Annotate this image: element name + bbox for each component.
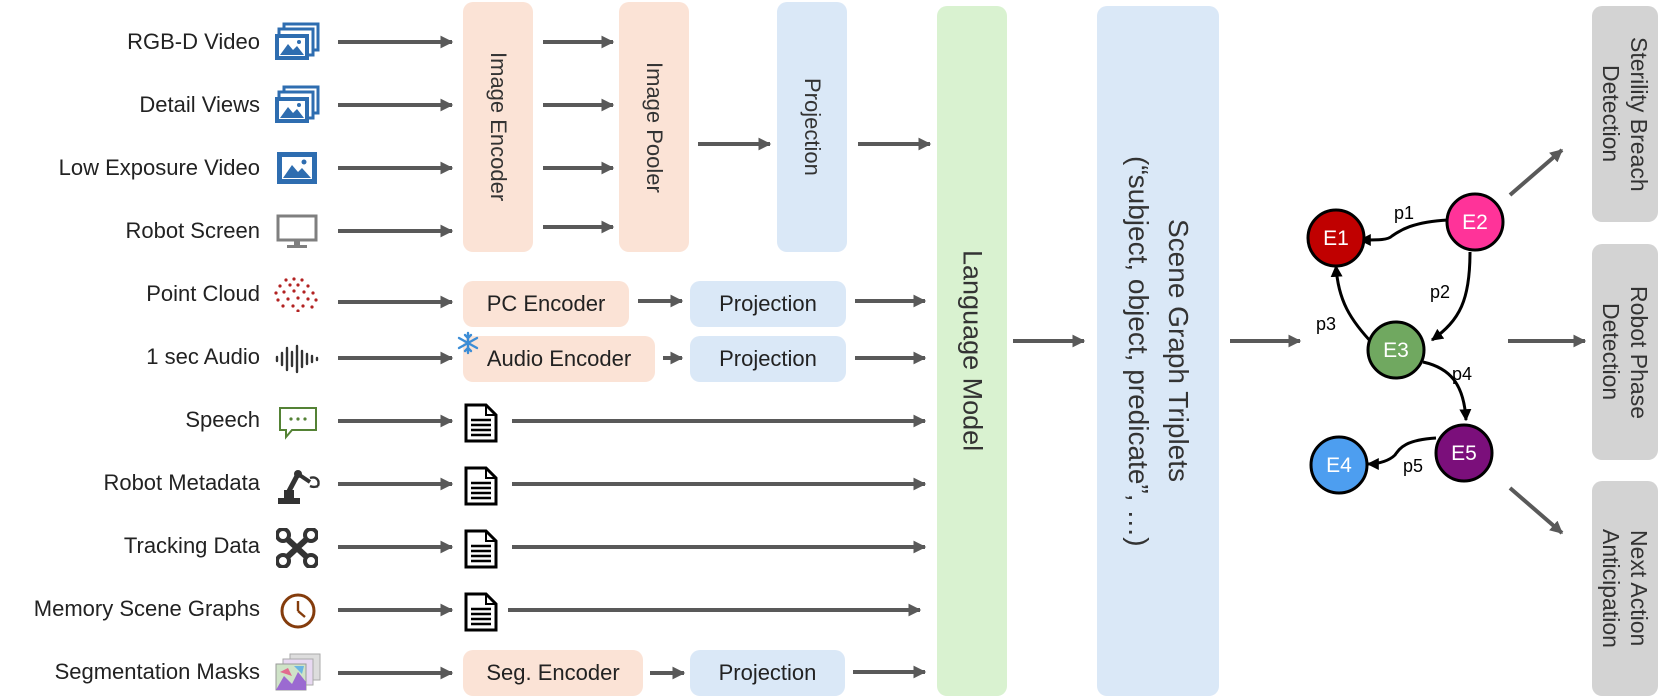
node-label-e5: E5 <box>1451 442 1477 465</box>
clock-icon <box>280 593 316 629</box>
edge-label-p5: p5 <box>1403 456 1423 476</box>
image-pooler-label: Image Pooler <box>642 61 667 193</box>
audio-encoder-block: Audio Encoder <box>463 336 655 382</box>
image-projection-label-wrap: Projection <box>777 2 847 252</box>
input-label-point-cloud: Point Cloud <box>146 281 260 306</box>
image-icon <box>277 152 317 184</box>
document-icon <box>464 403 498 443</box>
edge-p5 <box>1366 436 1437 470</box>
triplets-format: (“subject, object, predicate”, …) <box>1123 155 1154 547</box>
input-label-detail-views: Detail Views <box>139 92 260 117</box>
robot-arm-icon <box>278 470 320 504</box>
input-label-tracking-data: Tracking Data <box>123 533 260 558</box>
node-e1 <box>1306 208 1366 268</box>
language-model-block <box>937 6 1007 696</box>
triplets-title: Scene Graph Triplets <box>1163 219 1194 483</box>
input-label-memory-scene-graphs: Memory Scene Graphs <box>33 596 260 621</box>
snowflake-icon <box>457 331 479 355</box>
image-pooler-block <box>619 2 689 252</box>
input-label-low-exposure: Low Exposure Video <box>58 155 260 180</box>
image-encoder-block <box>463 2 533 252</box>
edge-p3 <box>1330 264 1376 347</box>
edge-label-p2: p2 <box>1430 282 1450 302</box>
image-pooler-label-wrap: Image Pooler <box>619 2 689 252</box>
output-sterility-breach-block <box>1592 6 1658 222</box>
images-icon <box>275 85 320 123</box>
input-label-speech: Speech <box>185 407 260 432</box>
pc-projection-block: Projection <box>690 281 846 327</box>
input-label-robot-screen: Robot Screen <box>125 218 260 243</box>
audio-projection-block: Projection <box>690 336 846 382</box>
node-e5 <box>1434 423 1494 483</box>
masks-icon <box>275 653 321 691</box>
node-label-e2: E2 <box>1462 211 1488 234</box>
edge-p2 <box>1431 251 1472 342</box>
audio-wave-icon <box>275 344 319 374</box>
image-encoder-label-wrap: Image Encoder <box>463 2 533 252</box>
input-label-segmentation-masks: Segmentation Masks <box>54 659 260 684</box>
input-label-audio: 1 sec Audio <box>146 344 260 369</box>
images-icon <box>275 22 320 60</box>
input-label-robot-metadata: Robot Metadata <box>103 470 260 495</box>
language-model-label-wrap: Language Model <box>937 6 1007 696</box>
node-e2 <box>1445 192 1505 252</box>
seg-encoder-block: Seg. Encoder <box>463 650 643 696</box>
image-encoder-label: Image Encoder <box>486 52 511 202</box>
node-label-e1: E1 <box>1323 227 1349 250</box>
document-icon <box>464 529 498 569</box>
speech-bubble-icon <box>279 407 317 440</box>
point-cloud-icon <box>274 277 318 312</box>
node-label-e4: E4 <box>1326 454 1352 477</box>
edge-label-p4: p4 <box>1452 364 1472 384</box>
edge-p1 <box>1358 218 1449 246</box>
edge-label-p3: p3 <box>1316 314 1336 334</box>
input-label-rgbd: RGB-D Video <box>127 29 260 54</box>
output-next-action-block <box>1592 481 1658 696</box>
scene-graph-triplets-label: Scene Graph Triplets (“subject, object, … <box>1118 156 1198 547</box>
tracking-tool-icon <box>276 528 318 568</box>
image-projection-block <box>777 2 847 252</box>
pc-encoder-block: PC Encoder <box>463 281 629 327</box>
language-model-label: Language Model <box>957 250 988 452</box>
document-icon <box>464 466 498 506</box>
node-label-e3: E3 <box>1383 339 1409 362</box>
edge-p4 <box>1422 360 1472 422</box>
monitor-icon <box>276 214 318 248</box>
node-e3 <box>1366 320 1426 380</box>
document-icon <box>464 592 498 632</box>
image-projection-label: Projection <box>800 78 825 176</box>
edge-label-p1: p1 <box>1394 203 1414 223</box>
output-robot-phase-block <box>1592 244 1658 460</box>
scene-graph-triplets-label-wrap: Scene Graph Triplets (“subject, object, … <box>1097 6 1219 696</box>
scene-graph-triplets-block <box>1097 6 1219 696</box>
node-e4 <box>1309 435 1369 495</box>
seg-projection-block: Projection <box>690 650 845 696</box>
